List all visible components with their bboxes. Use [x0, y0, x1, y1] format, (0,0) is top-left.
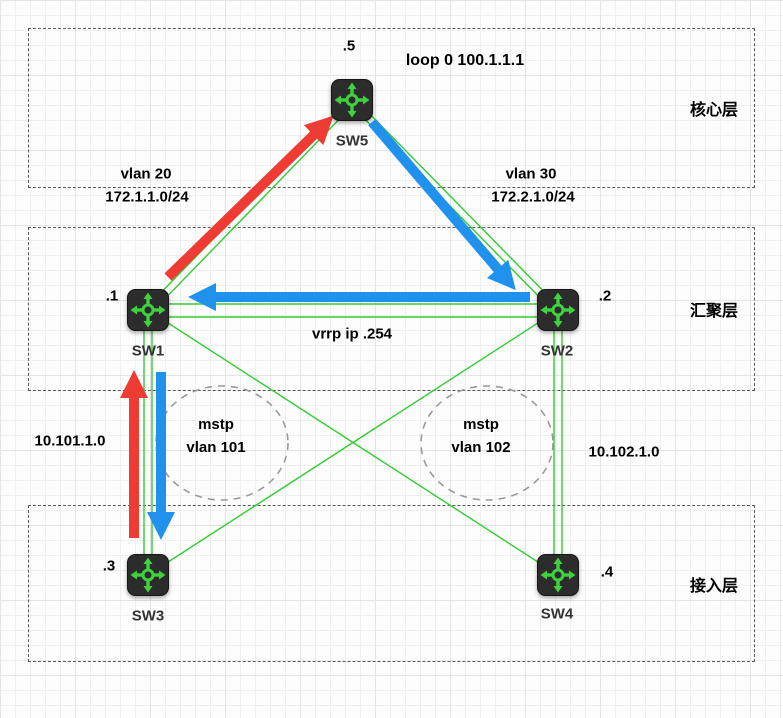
mstp-region-vlan101 — [155, 385, 289, 501]
label-net-10-102-1-0: 10.102.1.0 — [588, 443, 660, 461]
switch-sw5-address: .5 — [342, 37, 356, 55]
layer3-switch-icon — [127, 289, 169, 331]
label-mstp-right-vlan: vlan 102 — [451, 439, 511, 456]
layer3-switch-icon — [537, 289, 579, 331]
switch-sw3-address: .3 — [102, 557, 116, 575]
zone-label-access: 接入层 — [689, 577, 738, 595]
traffic-arrow-red-sw1-to-sw5 — [164, 115, 334, 281]
label-vlan30: vlan 30 — [505, 165, 557, 183]
link-sw2-sw3 — [147, 309, 559, 576]
switch-sw4-address: .4 — [600, 563, 614, 581]
zone-access-layer: 接入层 — [28, 505, 755, 662]
label-mstp-right-title: mstp — [463, 416, 499, 433]
link-sw5-sw1-2 — [150, 102, 356, 314]
switch-sw2-address: .2 — [598, 287, 612, 305]
switch-sw2[interactable] — [537, 289, 579, 331]
switch-sw1-address: .1 — [105, 287, 119, 305]
switch-sw4[interactable] — [537, 554, 579, 596]
layer3-switch-icon — [331, 79, 373, 121]
zone-label-aggregation: 汇聚层 — [689, 303, 738, 320]
label-mstp-left-title: mstp — [198, 416, 234, 433]
switch-sw5[interactable] — [331, 79, 373, 121]
label-mstp-vlan101: mstp vlan 101 — [186, 413, 245, 459]
label-mstp-vlan102: mstp vlan 102 — [451, 413, 510, 459]
label-vrrp-ip: vrrp ip .254 — [311, 325, 393, 343]
mstp-region-vlan102 — [420, 385, 554, 501]
layer3-switch-icon — [127, 554, 169, 596]
link-sw5-sw2-2 — [353, 97, 561, 309]
traffic-arrow-blue-sw5-to-sw2 — [368, 118, 516, 291]
label-net-10-101-1-0: 10.101.1.0 — [34, 432, 106, 450]
label-net-172-2-1-0: 172.2.1.0/24 — [491, 188, 575, 206]
layer3-switch-icon — [537, 554, 579, 596]
zone-aggregation-layer: 汇聚层 — [28, 227, 755, 391]
switch-sw4-name: SW4 — [540, 605, 574, 623]
switch-sw1-name: SW1 — [131, 342, 165, 360]
switch-sw5-name: SW5 — [335, 132, 369, 150]
switch-sw2-name: SW2 — [540, 342, 574, 360]
switch-sw3-name: SW3 — [131, 607, 165, 625]
label-mstp-left-vlan: vlan 101 — [186, 439, 246, 456]
label-vlan20: vlan 20 — [120, 165, 172, 183]
label-net-172-1-1-0: 172.1.1.0/24 — [105, 188, 189, 206]
zone-core-layer: 核心层 — [28, 28, 755, 188]
zone-label-core: 核心层 — [689, 102, 738, 119]
switch-sw1[interactable] — [127, 289, 169, 331]
label-loopback: loop 0 100.1.1.1 — [405, 52, 525, 69]
switch-sw3[interactable] — [127, 554, 169, 596]
